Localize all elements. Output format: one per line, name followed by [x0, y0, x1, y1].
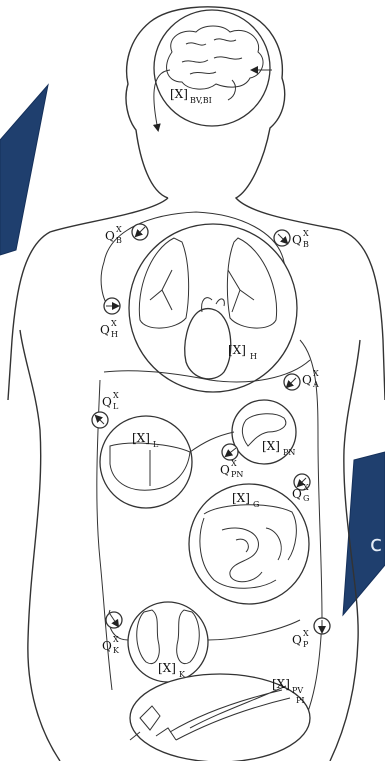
banner-glyph: c	[370, 532, 382, 557]
brain-label: [X]	[170, 87, 188, 101]
valve-qb-right	[274, 230, 290, 246]
left-banner-shape	[0, 85, 48, 255]
liver-compartment: [X] L	[100, 416, 234, 508]
heart	[185, 309, 231, 379]
qb-left-label: Q	[105, 229, 115, 243]
qp-label: Q	[292, 633, 302, 647]
qpn-label: Q	[220, 463, 230, 477]
qp-sub: P	[303, 640, 309, 649]
gut-compartment: [X] G	[189, 484, 309, 604]
ql-label: Q	[102, 395, 112, 409]
pancreas-label: [X]	[262, 439, 280, 453]
heart-label: [X]	[228, 343, 246, 357]
pancreas-label-sub: PN	[283, 448, 295, 457]
gut-label-sub: G	[253, 500, 259, 509]
qg-sup: X	[303, 483, 309, 492]
qh-label: Q	[100, 323, 110, 337]
qk-sub: K	[113, 646, 120, 655]
liver-label: [X]	[132, 431, 150, 445]
qb-left-sub: B	[116, 236, 122, 245]
ql-sub: L	[113, 402, 119, 411]
qg-sub: G	[303, 494, 309, 503]
lungs-heart-compartment: [X] H	[129, 224, 297, 392]
valve-qh	[104, 298, 120, 314]
brain-compartment: [X] BV,BI	[154, 10, 272, 130]
qb-left-sup: X	[116, 225, 122, 234]
qb-right-sub: B	[303, 240, 309, 249]
heart-label-sub: H	[250, 352, 257, 361]
valve-qp	[314, 618, 330, 634]
qh-sup: X	[111, 319, 117, 328]
ql-sup: X	[113, 391, 119, 400]
gut-label: [X]	[232, 491, 250, 505]
qb-right-sup: X	[303, 229, 309, 238]
qk-label: Q	[102, 639, 112, 653]
valve-qpn	[222, 444, 238, 460]
qa-label: Q	[302, 373, 312, 387]
qh-sub: H	[111, 330, 118, 339]
valve-ql	[92, 412, 108, 428]
qpn-sup: X	[231, 459, 237, 468]
qp-sup: X	[303, 629, 309, 638]
qb-right-label: Q	[292, 233, 302, 247]
plasma-label-sub2: PI	[296, 696, 305, 705]
qk-sup: X	[113, 635, 119, 644]
plasma-label: [X]	[272, 677, 290, 691]
valve-qb-left	[132, 224, 148, 240]
brain-label-sub: BV,BI	[190, 96, 212, 105]
pancreas-compartment: [X] PN	[232, 400, 296, 464]
plasma-compartment: [X] PV PI	[130, 674, 310, 761]
plasma-label-sub: PV	[292, 686, 303, 695]
qa-sub: A	[312, 380, 319, 389]
valve-qk	[106, 612, 122, 628]
qg-label: Q	[292, 487, 302, 501]
valve-qa	[284, 374, 300, 390]
qa-sup: X	[313, 369, 319, 378]
kidney-label: [X]	[158, 661, 176, 675]
liver-label-sub: L	[153, 440, 159, 449]
kidney-compartment: [X] K	[109, 602, 300, 682]
qpn-sub: PN	[231, 470, 243, 479]
